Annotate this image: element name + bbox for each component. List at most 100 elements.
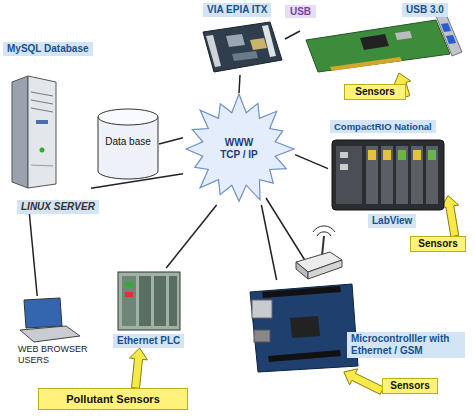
node-text: CompactRIO National <box>330 120 436 133</box>
sensor-label: Sensors <box>382 378 438 394</box>
microcontroller-illustration-part <box>262 286 341 298</box>
router-wire-part <box>266 198 306 262</box>
plc-illustration-part <box>139 276 151 326</box>
link-line <box>159 138 183 144</box>
compactrio-illustration-part <box>396 146 408 204</box>
node-text: LabView <box>368 214 416 228</box>
block-arrow <box>344 369 384 395</box>
node-text: Data base <box>103 136 153 148</box>
usb-card-illustration-part <box>441 23 451 32</box>
server-node: MySQL DatabaseLINUX SERVER <box>3 42 91 214</box>
compactrio-illustration-part <box>398 150 406 160</box>
node-text: Microcontrolller with Ethernet / GSM <box>347 332 465 358</box>
router-illustration-part <box>313 226 335 232</box>
mainboard-illustration <box>203 22 282 72</box>
block-arrow <box>130 348 148 388</box>
router-illustration-part <box>308 260 342 279</box>
router-wire <box>266 198 306 262</box>
laptop-illustration-part <box>24 298 62 328</box>
compactrio-node: CompactRIO NationalLabView <box>328 120 448 228</box>
laptop-illustration <box>20 298 80 342</box>
mainboard-illustration-part <box>206 35 221 67</box>
router-illustration-part <box>322 236 324 256</box>
link-line <box>29 214 37 296</box>
compactrio-illustration-part <box>411 146 423 204</box>
link-line <box>239 75 240 93</box>
plc-illustration-part <box>122 276 136 326</box>
server-illustration-part <box>31 165 53 166</box>
usb-card-illustration-part <box>446 35 456 44</box>
compactrio-illustration-part <box>381 146 393 204</box>
mainboard-illustration-part <box>262 25 276 57</box>
usb-card-node: USB 3.0 <box>300 3 465 73</box>
mainboard-illustration-part <box>250 38 267 50</box>
cylinder-body <box>98 117 158 179</box>
microcontroller-illustration-part <box>268 350 341 362</box>
node-text: Sensors <box>383 380 437 392</box>
laptop-node: WEB BROWSER USERS <box>12 296 96 370</box>
node-text: VIA EPIA ITX <box>203 3 271 17</box>
compactrio-illustration-part <box>336 146 362 204</box>
usb-card-illustration-part <box>395 31 412 40</box>
sensor-label: Sensors <box>410 236 466 252</box>
mainboard-illustration-part <box>232 51 258 61</box>
server-illustration-part <box>31 108 53 112</box>
node-text: WEB BROWSER USERS <box>18 344 90 366</box>
network-link <box>159 138 183 144</box>
board-node: VIA EPIA ITX <box>195 3 285 75</box>
usb-card-illustration-part <box>330 57 402 71</box>
router-illustration-part <box>317 232 331 236</box>
network-link <box>295 155 328 169</box>
node-text: Ethernet PLC <box>113 334 184 348</box>
router-illustration <box>296 226 342 279</box>
node-text: MySQL Database <box>3 42 93 56</box>
node-text: Sensors <box>411 238 465 250</box>
plc-illustration-part <box>118 272 180 330</box>
compactrio-illustration-part <box>413 150 421 160</box>
sensor-label: Sensors <box>344 84 406 100</box>
node-text: Sensors <box>345 86 405 98</box>
server-illustration-part <box>40 148 45 153</box>
microcontroller-illustration <box>250 284 358 372</box>
server-illustration-part <box>31 92 53 96</box>
plc-illustration-part <box>169 276 177 326</box>
compactrio-illustration-part <box>332 140 444 210</box>
compactrio-illustration-part <box>368 150 376 160</box>
laptop-illustration-part <box>20 326 80 342</box>
database-cylinder: Data base <box>97 108 159 180</box>
microcontroller-illustration-part <box>250 284 358 372</box>
link-line <box>295 155 328 169</box>
network-link <box>239 75 240 93</box>
microcontroller-illustration-part <box>290 316 320 338</box>
node-text: USB 3.0 <box>402 3 448 17</box>
microcontroller-illustration-part <box>254 330 270 342</box>
compactrio-illustration-part <box>340 152 348 158</box>
network-link <box>29 214 37 296</box>
mainboard-illustration-part <box>226 34 245 47</box>
server-illustration-part <box>28 76 56 188</box>
usb-card-illustration <box>306 14 462 72</box>
plc-node: Ethernet PLC <box>113 268 189 348</box>
usb-card-illustration-part <box>436 14 462 56</box>
cylinder-top <box>98 109 158 125</box>
block-arrow-shape <box>130 348 148 388</box>
microcontroller-node: Microcontrolller with Ethernet / GSM <box>243 280 467 372</box>
link-line <box>261 205 276 280</box>
node-text: Pollutant Sensors <box>39 393 187 406</box>
network-link <box>285 31 300 39</box>
starburst-shape <box>186 94 294 201</box>
compactrio-illustration-part <box>366 146 378 204</box>
compactrio-illustration-part <box>428 150 436 160</box>
plc-illustration-part <box>154 276 166 326</box>
plc-illustration-part <box>125 282 133 287</box>
compactrio-illustration-part <box>340 164 348 170</box>
network-link <box>261 205 276 280</box>
router-illustration-part <box>296 262 308 279</box>
compactrio-illustration-part <box>383 150 391 160</box>
block-arrow-shape <box>344 369 384 395</box>
node-text: LINUX SERVER <box>17 200 99 214</box>
network-cloud: WWW TCP / IP <box>183 93 295 205</box>
plc-illustration-part <box>125 292 133 297</box>
sensor-label: Pollutant Sensors <box>38 388 188 410</box>
